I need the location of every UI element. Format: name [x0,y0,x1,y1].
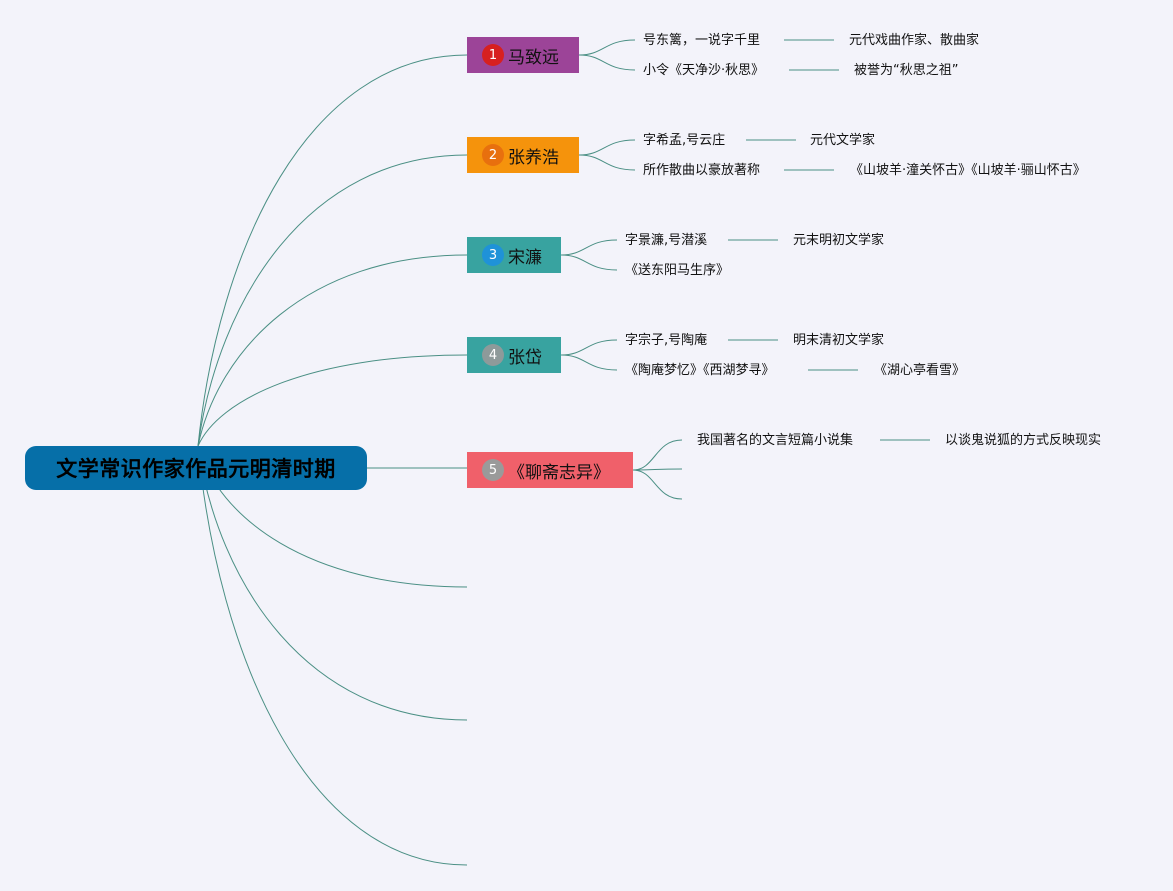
sub-branch-line [578,39,636,56]
sub-branch-line [632,469,683,500]
sub-branch-line [632,468,683,471]
detail-left[interactable]: 《陶庵梦忆》《西湖梦寻》 [625,363,775,378]
topic-ma-zhiyuan[interactable]: 1 马致远 [467,37,579,73]
number-2-icon: 2 [482,144,504,166]
detail-left[interactable]: 《送东阳马生序》 [625,263,730,278]
sub-branch-line [560,239,618,256]
detail-right[interactable]: 《山坡羊·潼关怀古》《山坡羊·骊山怀古》 [850,163,1086,178]
branch-line [197,254,468,447]
root-title: 文学常识作家作品元明清时期 [56,457,336,481]
topic-liaozhai-zhiyi[interactable]: 5 《聊斋志异》 [467,452,633,488]
detail-right[interactable]: 以谈鬼说狐的方式反映现实 [945,433,1102,448]
detail-left[interactable]: 小令《天净沙·秋思》 [643,63,765,78]
detail-left[interactable]: 字景濂,号潜溪 [625,233,708,248]
branch-line [197,445,468,721]
sub-branch-line [560,354,618,371]
detail-right[interactable]: 元代文学家 [810,133,876,148]
branch-line [197,445,468,866]
sub-branch-line [560,254,618,271]
topic-zhang-yanghao[interactable]: 2 张养浩 [467,137,579,173]
detail-right[interactable]: 元代戏曲作家、散曲家 [849,33,980,48]
detail-left[interactable]: 所作散曲以豪放著称 [643,163,761,178]
detail-right[interactable]: 《湖心亭看雪》 [874,363,966,378]
detail-left[interactable]: 字宗子,号陶庵 [625,333,708,348]
detail-left[interactable]: 我国著名的文言短篇小说集 [697,433,854,448]
topic-label: 张岱 [508,347,542,368]
detail-left[interactable]: 字希孟,号云庄 [643,133,726,148]
sub-branch-line [578,54,636,71]
sub-branch-line [632,439,683,471]
topic-label: 《聊斋志异》 [508,462,610,483]
topic-zhang-dai[interactable]: 4 张岱 [467,337,561,373]
number-5-icon: 5 [482,459,504,481]
detail-right[interactable]: 明末清初文学家 [793,333,885,348]
topic-label: 马致远 [508,47,559,68]
number-4-icon: 4 [482,344,504,366]
branch-line [197,54,468,447]
sub-branch-line [578,139,636,156]
number-3-icon: 3 [482,244,504,266]
topic-label: 张养浩 [508,147,559,168]
topic-song-lian[interactable]: 3 宋濂 [467,237,561,273]
root-topic[interactable]: 文学常识作家作品元明清时期 [25,446,367,490]
sub-branch-line [560,339,618,356]
branch-line [197,154,468,447]
sub-branch-line [578,154,636,171]
detail-left[interactable]: 号东篱，一说字千里 [643,33,761,48]
number-1-icon: 1 [482,44,504,66]
detail-right[interactable]: 元末明初文学家 [793,233,885,248]
branch-line [197,354,468,447]
topic-label: 宋濂 [508,247,542,268]
detail-right[interactable]: 被誉为“秋思之祖” [854,63,959,78]
